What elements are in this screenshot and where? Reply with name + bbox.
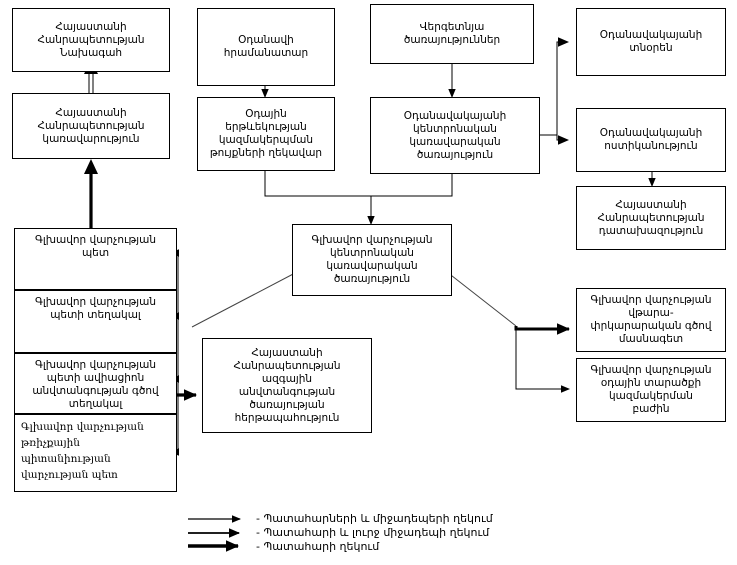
box-aviation-inspector[interactable]: Օդանավի հրամանատար	[197, 8, 335, 86]
box-aviation-police[interactable]: Օդանավակայանի ոստիկանություն	[576, 108, 726, 172]
wire-aviationcentral-to-centralmgmt	[371, 174, 453, 197]
box-specialist-label: Գլխավոր վարչության վթարա- փրկարարական գծ…	[590, 294, 712, 345]
box-government-label: Հայաստանի Հանրապետության կառավարություն	[37, 106, 145, 145]
box-chief-flight-dept-label: Գլխավոր վարչության թռիչքային պիտանիությա…	[21, 421, 144, 481]
wire-centralmgmt-diagonal-left	[191, 271, 298, 328]
box-air-traffic-controller[interactable]: Օդային երթևեկության կազմակերպման թույքնե…	[197, 97, 335, 171]
box-president[interactable]: Հայաստանի Հանրապետության Նախագահ	[12, 8, 170, 72]
box-chief-deputy[interactable]: Գլխավոր վարչության պետի տեղակալ	[14, 290, 177, 353]
box-central-management-label: Գլխավոր վարչության կենտրոնական կառավարակ…	[311, 234, 433, 285]
wire-chiefhead-to-government	[84, 159, 98, 228]
wire-controller-to-centralmgmt	[264, 171, 375, 225]
box-specialist[interactable]: Գլխավոր վարչության վթարա- փրկարարական գծ…	[576, 288, 726, 352]
box-president-label: Հայաստանի Հանրապետության Նախագահ	[37, 20, 145, 59]
box-aviation-home[interactable]: Օդանավակայանի տնօրեն	[576, 8, 726, 76]
box-government[interactable]: Հայաստանի Հանրապետության կառավարություն	[12, 93, 170, 159]
box-chief-deputy-label: Գլխավոր վարչության պետի տեղակալ	[34, 296, 157, 321]
box-prosecutor-label: Հայաստանի Հանրապետության դատախազություն	[597, 198, 705, 237]
box-aviation-police-label: Օդանավակայանի ոստիկանություն	[599, 127, 703, 152]
box-supervisory-services[interactable]: Վերգետնյա ծառայություններ	[370, 4, 534, 64]
box-chief-flight-dept[interactable]: Գլխավոր վարչության թռիչքային պիտանիությա…	[14, 414, 177, 492]
box-air-space-dept[interactable]: Գլխավոր վարչության օդային տարածքի կազմակ…	[576, 358, 726, 422]
box-supervisory-services-label: Վերգետնյա ծառայություններ	[403, 21, 501, 46]
box-aviation-home-label: Օդանավակայանի տնօրեն	[599, 29, 703, 54]
wire-centralmgmt-diagonal-right	[446, 271, 517, 327]
box-air-space-dept-label: Գլխավոր վարչության օդային տարածքի կազմակ…	[590, 364, 712, 415]
box-chief-deputy-safety[interactable]: Գլխավոր վարչության պետի ավիացիոն անվտանգ…	[14, 353, 177, 414]
wire-rightbus-to-specialist	[514, 323, 570, 393]
box-aviation-central-service-label: Օդանավակայանի կենտրոնական կառավարական ծա…	[403, 109, 507, 161]
box-air-traffic-controller-label: Օդային երթևեկության կազմակերպման թույքնե…	[209, 108, 323, 159]
box-aviation-inspector-label: Օդանավի հրամանատար	[223, 34, 309, 59]
box-chief-deputy-safety-label: Գլխավոր վարչության պետի ավիացիոն անվտանգ…	[32, 359, 159, 410]
legend-label-medium: - Պատահարի և լուրջ միջադեպի ղեկում	[256, 526, 490, 539]
box-central-management[interactable]: Գլխավոր վարչության կենտրոնական կառավարակ…	[292, 224, 452, 296]
wire-aviationcentral-to-home-police	[540, 37, 569, 145]
box-national-security[interactable]: Հայաստանի Հանրապետության ազգային անվտանգ…	[202, 338, 372, 433]
box-national-security-label: Հայաստանի Հանրապետության ազգային անվտանգ…	[233, 346, 341, 424]
box-aviation-central-service[interactable]: Օդանավակայանի կենտրոնական կառավարական ծա…	[370, 97, 540, 174]
box-chief-head-label: Գլխավոր վարչության պետ	[34, 234, 157, 259]
box-prosecutor[interactable]: Հայաստանի Հանրապետության դատախազություն	[576, 186, 726, 250]
box-chief-head[interactable]: Գլխավոր վարչության պետ	[14, 228, 177, 290]
legend-label-thin: - Պատահարների և միջադեպերի ղեկում	[256, 512, 493, 525]
legend-label-thick: - Պատահարի ղեկում	[256, 540, 380, 553]
